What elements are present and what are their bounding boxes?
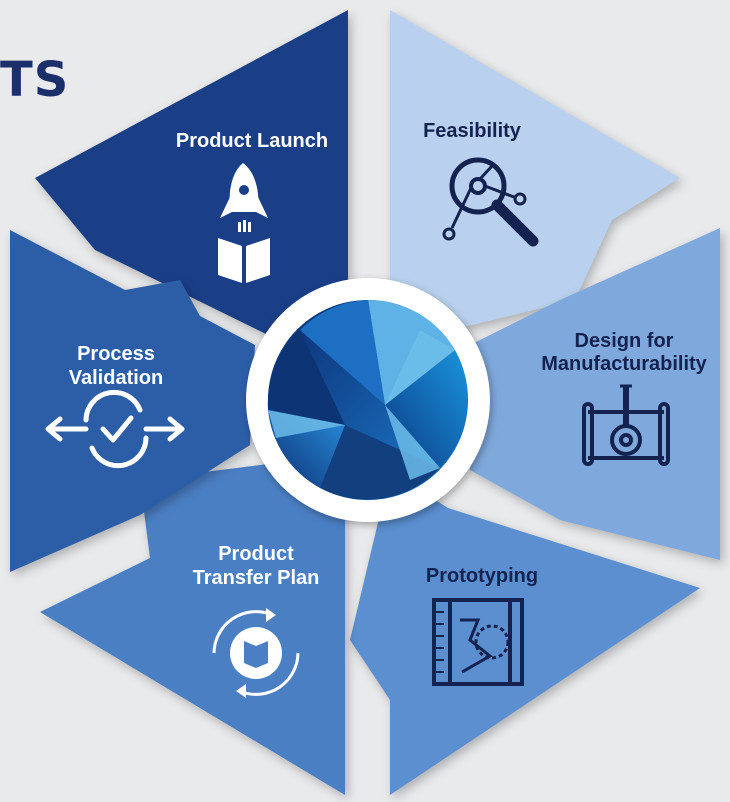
segment-label-feasibility: Feasibility: [423, 120, 522, 142]
blueprint-gear-icon: [582, 384, 670, 466]
segment-prototyping[interactable]: Prototyping: [350, 472, 700, 795]
segment-label-transfer-line1: Product: [218, 543, 294, 565]
segment-label-prototyping: Prototyping: [426, 565, 538, 587]
segment-label-dfm-line1: Design for: [575, 330, 674, 352]
segment-label-transfer-line2: Transfer Plan: [193, 567, 320, 589]
segment-label-dfm-line2: Manufacturability: [541, 353, 707, 375]
segment-process-validation[interactable]: Process Validation: [10, 230, 255, 572]
cycle-book-icon: [212, 608, 300, 698]
segment-label-product-launch: Product Launch: [176, 130, 328, 152]
blueprint-ruler-gear-icon: [432, 598, 524, 686]
segment-feasibility[interactable]: Feasibility: [390, 10, 680, 345]
segment-label-validation-line1: Process: [77, 343, 155, 365]
header-title-fragment: TS: [0, 52, 70, 108]
segment-product-launch[interactable]: Product Launch: [35, 10, 348, 335]
segment-label-validation-line2: Validation: [69, 367, 163, 389]
aperture-logo-icon: [246, 278, 490, 522]
rocket-book-icon: [218, 163, 270, 283]
sync-check-icon: [45, 389, 185, 469]
magnifier-network-icon: [442, 157, 539, 247]
segment-design-for-manufacturability[interactable]: Design for Manufacturability: [470, 228, 720, 560]
segment-product-transfer-plan[interactable]: Product Transfer Plan: [40, 460, 345, 795]
